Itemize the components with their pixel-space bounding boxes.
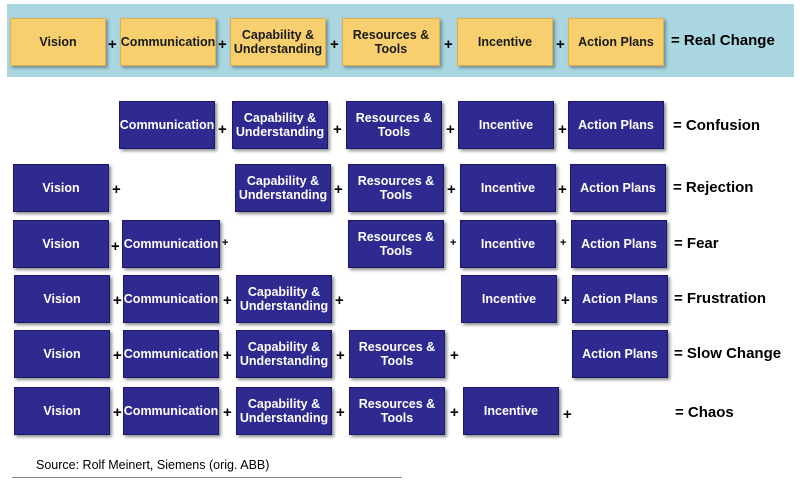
communication-box: Communication bbox=[123, 275, 219, 323]
plus-sign: + bbox=[223, 404, 232, 421]
plus-sign: + bbox=[218, 36, 227, 53]
communication-box: Communication bbox=[123, 330, 219, 378]
vision-box: Vision bbox=[14, 330, 110, 378]
plus-sign: + bbox=[112, 181, 121, 198]
plus-sign: + bbox=[113, 404, 122, 421]
plus-sign: + bbox=[336, 404, 345, 421]
action-plans-box: Action Plans bbox=[572, 330, 668, 378]
incentive-box: Incentive bbox=[463, 387, 559, 435]
incentive-box: Incentive bbox=[457, 18, 553, 66]
action-plans-box: Action Plans bbox=[568, 18, 664, 66]
action-plans-box: Action Plans bbox=[568, 101, 664, 149]
plus-sign: + bbox=[556, 36, 565, 53]
result-frustration: = Frustration bbox=[674, 290, 767, 307]
resources-box: Resources & Tools bbox=[348, 164, 444, 212]
resources-box: Resources & Tools bbox=[349, 387, 445, 435]
communication-box: Communication bbox=[122, 220, 220, 268]
plus-sign: + bbox=[558, 181, 567, 198]
plus-sign: + bbox=[335, 292, 344, 309]
plus-sign: + bbox=[113, 292, 122, 309]
vision-box: Vision bbox=[14, 275, 110, 323]
incentive-box: Incentive bbox=[460, 220, 556, 268]
plus-sign: + bbox=[333, 121, 342, 138]
incentive-box: Incentive bbox=[458, 101, 554, 149]
plus-sign: + bbox=[450, 237, 457, 249]
plus-sign: + bbox=[223, 292, 232, 309]
source-caption: Source: Rolf Meinert, Siemens (orig. ABB… bbox=[36, 458, 270, 472]
plus-sign: + bbox=[108, 36, 117, 53]
communication-box: Communication bbox=[120, 18, 216, 66]
result-confusion: = Confusion bbox=[673, 117, 761, 134]
action-plans-box: Action Plans bbox=[570, 164, 666, 212]
result-rejection: = Rejection bbox=[673, 179, 754, 196]
vision-box: Vision bbox=[13, 220, 109, 268]
communication-box: Communication bbox=[119, 101, 215, 149]
plus-sign: + bbox=[563, 406, 572, 423]
plus-sign: + bbox=[330, 36, 339, 53]
vision-box: Vision bbox=[13, 164, 109, 212]
resources-box: Resources & Tools bbox=[342, 18, 440, 66]
plus-sign: + bbox=[560, 237, 567, 249]
plus-sign: + bbox=[336, 347, 345, 364]
result-fear: = Fear bbox=[674, 235, 719, 252]
plus-sign: + bbox=[444, 36, 453, 53]
plus-sign: + bbox=[334, 181, 343, 198]
capability-box: Capability & Understanding bbox=[236, 387, 332, 435]
action-plans-box: Action Plans bbox=[571, 220, 667, 268]
footer-rule bbox=[12, 477, 402, 478]
plus-sign: + bbox=[558, 121, 567, 138]
plus-sign: + bbox=[450, 404, 459, 421]
result-chaos: = Chaos bbox=[675, 404, 734, 421]
incentive-box: Incentive bbox=[460, 164, 556, 212]
plus-sign: + bbox=[447, 181, 456, 198]
communication-box: Communication bbox=[123, 387, 219, 435]
resources-box: Resources & Tools bbox=[346, 101, 442, 149]
capability-box: Capability & Understanding bbox=[236, 275, 332, 323]
plus-sign: + bbox=[113, 347, 122, 364]
plus-sign: + bbox=[223, 347, 232, 364]
vision-box: Vision bbox=[14, 387, 110, 435]
plus-sign: + bbox=[111, 238, 120, 255]
resources-box: Resources & Tools bbox=[349, 330, 445, 378]
action-plans-box: Action Plans bbox=[572, 275, 668, 323]
plus-sign: + bbox=[561, 292, 570, 309]
plus-sign: + bbox=[446, 121, 455, 138]
incentive-box: Incentive bbox=[461, 275, 557, 323]
plus-sign: + bbox=[450, 347, 459, 364]
resources-box: Resources & Tools bbox=[348, 220, 444, 268]
capability-box: Capability & Understanding bbox=[230, 18, 326, 66]
capability-box: Capability & Understanding bbox=[235, 164, 331, 212]
capability-box: Capability & Understanding bbox=[232, 101, 328, 149]
vision-box: Vision bbox=[10, 18, 106, 66]
plus-sign: + bbox=[222, 237, 229, 249]
capability-box: Capability & Understanding bbox=[236, 330, 332, 378]
plus-sign: + bbox=[218, 121, 227, 138]
result-real-change: = Real Change bbox=[671, 32, 775, 49]
result-slow-change: = Slow Change bbox=[674, 345, 782, 362]
